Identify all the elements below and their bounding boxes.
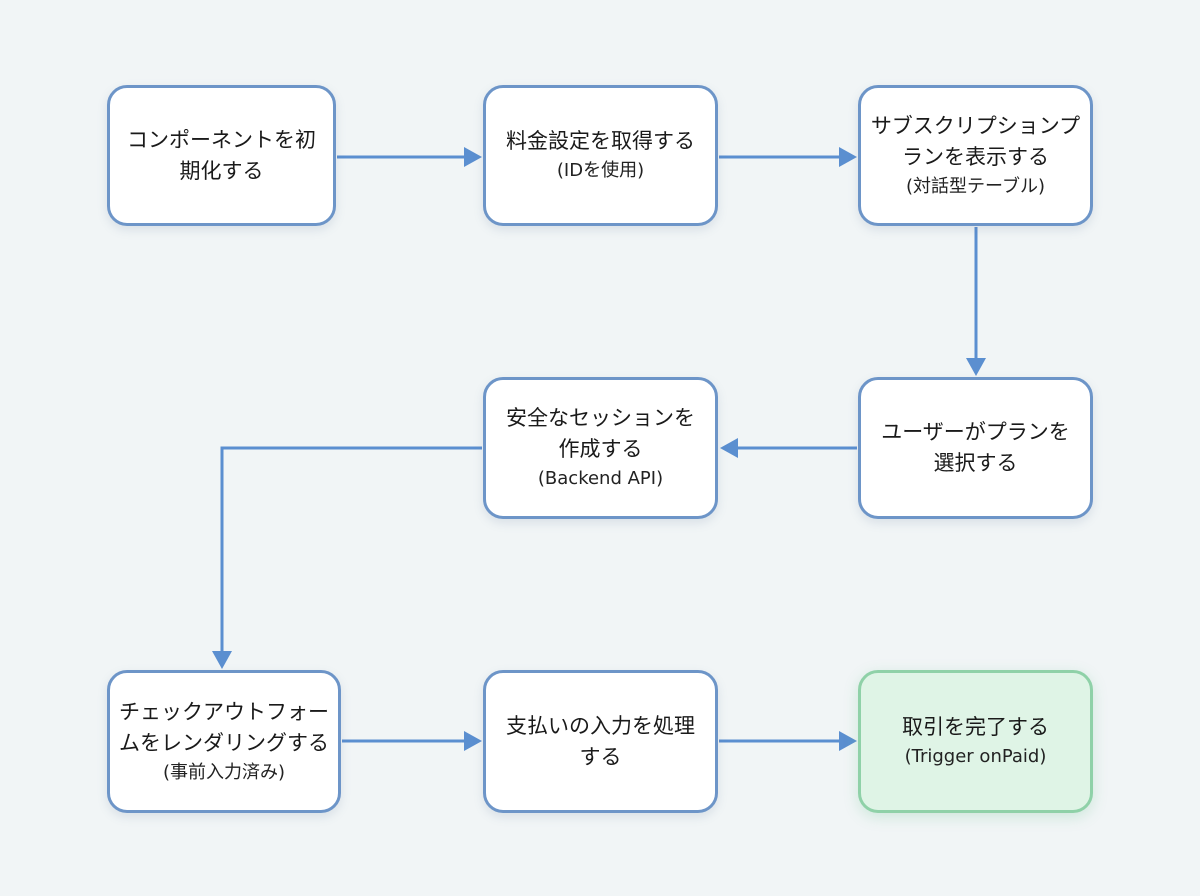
node-complete-transaction: 取引を完了する (Trigger onPaid) — [858, 670, 1093, 813]
node-fetch-pricing: 料金設定を取得する (IDを使用) — [483, 85, 718, 226]
node-title: ユーザーがプランを選択する — [881, 420, 1070, 475]
node-title: 料金設定を取得する — [506, 129, 695, 153]
node-subtitle: (Backend API) — [537, 468, 664, 489]
node-title: チェックアウトフォームをレンダリングする — [119, 699, 329, 755]
node-title: コンポーネントを初期化する — [127, 127, 316, 183]
node-process-payment: 支払いの入力を処理する — [483, 670, 718, 813]
node-title: 安全なセッションを作成する — [506, 406, 695, 461]
node-title: 支払いの入力を処理する — [506, 713, 695, 769]
node-subtitle: (対話型テーブル) — [906, 175, 1045, 197]
arrowhead-icon — [464, 147, 482, 167]
node-create-session: 安全なセッションを作成する (Backend API) — [483, 377, 718, 519]
arrowhead-icon — [839, 731, 857, 751]
node-subtitle: (IDを使用) — [556, 160, 645, 181]
arrowhead-icon — [839, 147, 857, 167]
node-subtitle: (事前入力済み) — [162, 761, 286, 783]
arrowhead-icon — [966, 358, 986, 376]
node-initialize-component: コンポーネントを初期化する — [107, 85, 336, 226]
arrowhead-icon — [720, 438, 738, 458]
node-title: 取引を完了する — [902, 715, 1049, 739]
arrowhead-icon — [464, 731, 482, 751]
arrowhead-icon — [212, 651, 232, 669]
edge-create-session-to-render-checkout — [220, 446, 482, 653]
node-subtitle: (Trigger onPaid) — [904, 746, 1047, 767]
node-render-checkout: チェックアウトフォームをレンダリングする (事前入力済み) — [107, 670, 341, 813]
node-show-plans: サブスクリプションプランを表示する (対話型テーブル) — [858, 85, 1093, 226]
node-user-select-plan: ユーザーがプランを選択する — [858, 377, 1093, 519]
node-title: サブスクリプションプランを表示する — [870, 113, 1081, 169]
